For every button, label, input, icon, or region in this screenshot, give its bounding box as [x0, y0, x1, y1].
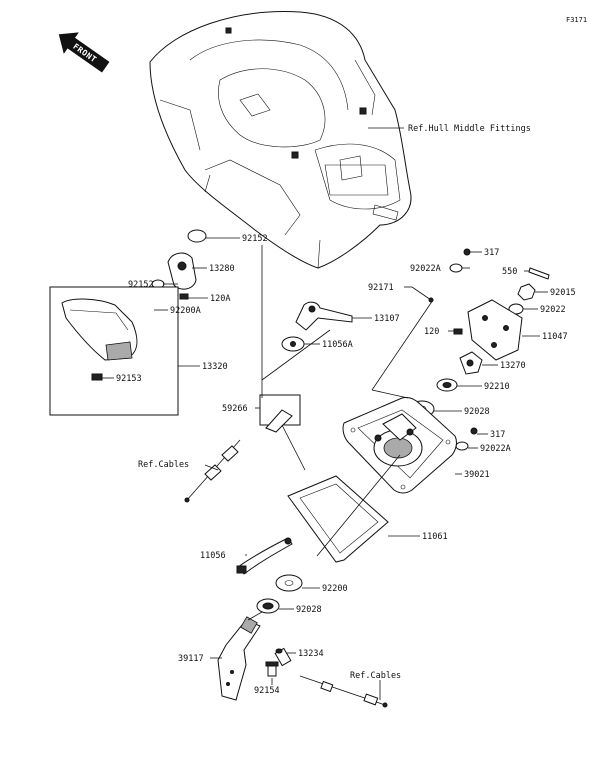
leader-lines [102, 127, 548, 700]
label-11056a: 11056A [322, 340, 353, 350]
cable-upper [184, 439, 241, 503]
gasket-11061 [287, 475, 389, 563]
label-92171: 92171 [368, 283, 394, 293]
nut-317-bottom [470, 427, 478, 435]
hull-middle-fittings [149, 11, 412, 269]
figure-id: F3171 [566, 16, 587, 24]
nut-92015 [517, 283, 536, 301]
washer-92200 [275, 574, 303, 592]
label-92152a: 92152 [242, 234, 268, 244]
label-92022: 92022 [540, 305, 566, 315]
label-92015: 92015 [550, 288, 576, 298]
pin-550 [528, 267, 550, 280]
cable-lower [299, 675, 388, 708]
label-120: 120 [424, 327, 439, 337]
label-550: 550 [502, 267, 517, 277]
label-317b: 317 [490, 430, 505, 440]
label-92022a-top: 92022A [410, 264, 441, 274]
label-13280: 13280 [209, 264, 235, 274]
lever-13107 [295, 301, 353, 331]
lever-39117 [217, 616, 261, 701]
label-92200a: 92200A [170, 306, 201, 316]
label-ref-cables-2: Ref.Cables [350, 671, 401, 681]
label-92153: 92153 [116, 374, 142, 384]
label-120a: 120A [210, 294, 230, 304]
label-13234: 13234 [298, 649, 324, 659]
bolt-120 [453, 328, 463, 335]
label-13107: 13107 [374, 314, 400, 324]
fitting-13234 [274, 647, 292, 667]
pin-92171 [411, 286, 432, 301]
label-13320: 13320 [202, 362, 228, 372]
bracket-13280 [167, 252, 197, 290]
label-13270: 13270 [500, 361, 526, 371]
part-13270 [459, 351, 483, 375]
bolt-92154 [267, 665, 277, 677]
label-92028a: 92028 [464, 407, 490, 417]
label-92152b: 92152 [128, 280, 154, 290]
front-arrow: FRONT [58, 32, 110, 73]
cover-box-13320 [49, 286, 179, 416]
part-labels: Ref.Hull Middle Fittings 92152 13280 921… [116, 124, 576, 696]
connector-box-59266 [259, 394, 301, 433]
label-92200: 92200 [322, 584, 348, 594]
label-ref-hull: Ref.Hull Middle Fittings [408, 124, 531, 134]
clip-11056 [236, 537, 293, 575]
label-317a: 317 [484, 248, 499, 258]
label-59266: 59266 [222, 404, 248, 414]
label-11056: 11056 [200, 551, 226, 561]
washer-92022a-top [449, 263, 463, 273]
label-39021: 39021 [464, 470, 490, 480]
label-ref-cables-1: Ref.Cables [138, 460, 189, 470]
label-39117: 39117 [178, 654, 204, 664]
label-92154: 92154 [254, 686, 280, 696]
label-11061: 11061 [422, 532, 448, 542]
plate-39021 [342, 397, 457, 494]
washer-92022a-bottom [455, 441, 469, 451]
label-92210: 92210 [484, 382, 510, 392]
plug-92152 [187, 229, 207, 243]
bolt-120a [179, 293, 189, 300]
label-11047: 11047 [542, 332, 568, 342]
label-92022a-bottom: 92022A [480, 444, 511, 454]
nut-317-top [463, 248, 471, 256]
label-92028b: 92028 [296, 605, 322, 615]
bracket-11047 [467, 299, 523, 361]
